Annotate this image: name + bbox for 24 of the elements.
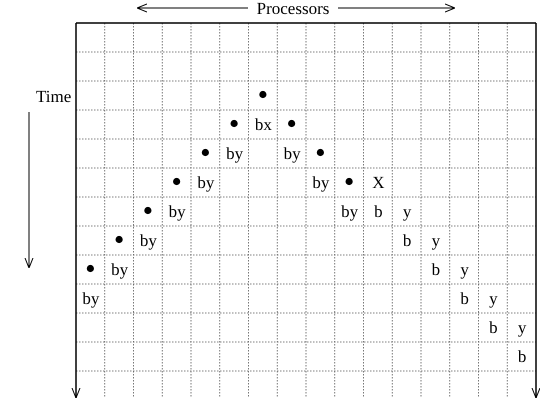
- step-label: b: [488, 319, 499, 336]
- axis-title: Processors: [256, 0, 330, 17]
- step-label: by: [81, 290, 100, 307]
- step-label: by: [110, 261, 130, 278]
- step-label: b: [373, 203, 384, 220]
- step-label: y: [488, 290, 499, 307]
- step-label: by: [196, 174, 216, 191]
- step-label: y: [402, 203, 412, 220]
- step-label: by: [225, 145, 244, 162]
- step-label: b: [459, 290, 470, 307]
- step-label: by: [168, 203, 187, 220]
- step-label: X: [371, 174, 386, 191]
- step-label: y: [459, 261, 470, 278]
- step-label: b: [402, 232, 412, 249]
- step-label: y: [430, 232, 442, 249]
- step-label: y: [516, 319, 528, 336]
- step-label: by: [311, 174, 330, 191]
- axis-title: Time: [36, 88, 72, 105]
- step-label: by: [138, 232, 158, 249]
- step-label: b: [430, 261, 442, 278]
- step-label: b: [516, 348, 528, 365]
- step-label: by: [340, 203, 360, 220]
- step-label: bx: [254, 116, 273, 133]
- step-label: by: [282, 145, 302, 162]
